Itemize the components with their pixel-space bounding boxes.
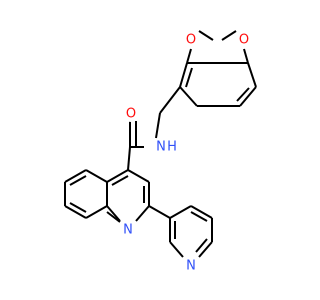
quinoline-nitrogen-atom: N (120, 222, 136, 238)
bond (185, 67, 193, 88)
bond (239, 86, 257, 107)
bond (106, 169, 129, 183)
bond (195, 238, 208, 253)
atom-label-n1: N (156, 140, 166, 155)
atom-label-n2: N (123, 223, 133, 238)
atom-label-n3: N (186, 259, 196, 274)
bond (111, 175, 129, 186)
bond (85, 205, 108, 219)
carbonyl-oxygen-atom: O (123, 106, 139, 122)
bond (169, 205, 192, 219)
bond (186, 48, 192, 64)
bond (127, 169, 150, 183)
bond (179, 62, 188, 88)
bond (106, 205, 121, 222)
bond (179, 86, 198, 107)
atom-label-o3: O (126, 107, 136, 122)
bond (69, 175, 87, 186)
bond (243, 48, 249, 64)
bond (198, 30, 214, 41)
bond (85, 169, 108, 183)
bond (148, 205, 171, 219)
molecule-diagram: O O O N H N N (64, 30, 257, 274)
bond (155, 112, 161, 139)
oxygen-atom: O (236, 32, 252, 48)
bond-lines (64, 30, 257, 258)
bond (247, 62, 257, 88)
bond (127, 146, 131, 171)
bond (221, 30, 237, 41)
bond (64, 169, 87, 183)
atom-label-h1: H (167, 140, 177, 155)
bond (198, 241, 213, 258)
bond (135, 205, 150, 222)
bond (190, 211, 208, 222)
atom-label-o1: O (186, 33, 196, 48)
bond (69, 202, 87, 213)
pyridine-nitrogen-atom: N (183, 258, 199, 274)
bond (64, 205, 87, 219)
oxygen-atom: O (183, 32, 199, 48)
bond (236, 87, 250, 102)
atom-labels: O O O N H N N (120, 32, 252, 274)
bond (106, 211, 121, 223)
bond (190, 205, 213, 219)
atom-label-o2: O (239, 33, 249, 48)
bond (159, 86, 181, 114)
bond (169, 241, 184, 258)
amide-nitrogen-atom: N H (153, 139, 177, 155)
